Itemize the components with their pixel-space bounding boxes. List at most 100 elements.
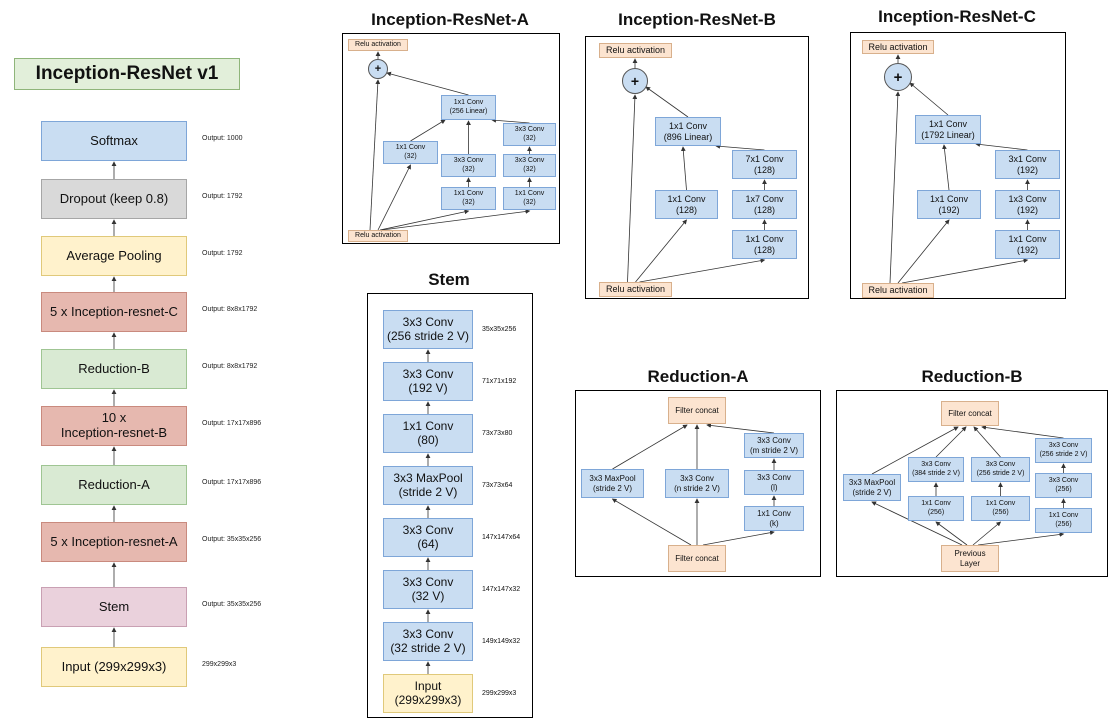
stem-size-7: 299x299x3 bbox=[482, 690, 517, 697]
inc-a-conv-b1: 1x1 Conv (32) bbox=[383, 141, 438, 164]
connector-line bbox=[935, 426, 967, 458]
inc-c-relu-top: Relu activation bbox=[862, 40, 934, 54]
inc-b-conv-b2c: 1x1 Conv (128) bbox=[732, 230, 797, 259]
red-a-conv-k: 1x1 Conv (k) bbox=[744, 506, 804, 531]
inc-b-conv-b1: 1x1 Conv (128) bbox=[655, 190, 718, 219]
red-b-conv-256s-b: 3x3 Conv (256 stride 2 V) bbox=[1035, 438, 1092, 463]
connector-line bbox=[909, 82, 949, 116]
inc-b-relu-bottom: Relu activation bbox=[599, 282, 672, 297]
stem-size-4: 147x147x64 bbox=[482, 534, 521, 541]
red-b-maxpool: 3x3 MaxPool (stride 2 V) bbox=[843, 474, 901, 501]
red-b-conv-256-b: 1x1 Conv (256) bbox=[971, 496, 1030, 521]
overview-block-0: Softmax bbox=[41, 121, 187, 161]
inc-c-conv-b2c: 1x1 Conv (192) bbox=[995, 230, 1060, 259]
connector-line bbox=[369, 79, 381, 231]
connector-line bbox=[491, 117, 530, 124]
connector-line bbox=[901, 258, 1029, 284]
overview-output-7: Output: 35x35x256 bbox=[202, 536, 262, 543]
inc-b-relu-top: Relu activation bbox=[599, 43, 672, 58]
inc-a-title: Inception-ResNet-A bbox=[371, 10, 529, 29]
inc-a-conv-b3c: 1x1 Conv (32) bbox=[503, 187, 556, 210]
red-a-maxpool: 3x3 MaxPool (stride 2 V) bbox=[581, 469, 644, 498]
stem-layer-6: 3x3 Conv (32 stride 2 V) bbox=[383, 622, 473, 661]
stem-layer-7: Input (299x299x3) bbox=[383, 674, 473, 713]
red-b-conv-256-d: 1x1 Conv (256) bbox=[1035, 508, 1092, 533]
connector-line bbox=[680, 146, 687, 191]
connector-line bbox=[981, 425, 1064, 439]
inc-c-conv-b2b: 1x3 Conv (192) bbox=[995, 190, 1060, 219]
inc-b-title: Inception-ResNet-B bbox=[618, 10, 776, 29]
connector-line bbox=[871, 501, 963, 546]
overview-block-9: Input (299x299x3) bbox=[41, 647, 187, 687]
overview-output-6: Output: 17x17x896 bbox=[202, 479, 262, 486]
connector-line bbox=[381, 209, 531, 231]
connector-line bbox=[611, 498, 692, 546]
connector-line bbox=[386, 71, 469, 96]
red-b-conv-384: 3x3 Conv (384 stride 2 V) bbox=[908, 457, 964, 482]
inc-a-plus: + bbox=[368, 59, 388, 79]
connector-line bbox=[935, 521, 968, 546]
stem-size-0: 35x35x256 bbox=[482, 326, 517, 333]
stem-size-1: 71x71x192 bbox=[482, 378, 517, 385]
connector-line bbox=[871, 426, 959, 475]
overview-output-1: Output: 1792 bbox=[202, 193, 243, 200]
connector-line bbox=[942, 144, 950, 191]
stem-layer-0: 3x3 Conv (256 stride 2 V) bbox=[383, 310, 473, 349]
inc-a-conv-b2b: 1x1 Conv (32) bbox=[441, 187, 496, 210]
red-b-concat-top: Filter concat bbox=[941, 401, 999, 426]
connector-line bbox=[639, 258, 766, 283]
connector-line bbox=[702, 530, 775, 546]
stem-layer-1: 3x3 Conv (192 V) bbox=[383, 362, 473, 401]
stem-size-6: 149x149x32 bbox=[482, 638, 521, 645]
connector-line bbox=[897, 219, 950, 284]
inc-c-plus: + bbox=[884, 63, 912, 91]
stem-layer-2: 1x1 Conv (80) bbox=[383, 414, 473, 453]
connector-line bbox=[972, 521, 1002, 546]
connector-line bbox=[977, 532, 1065, 546]
connector-line bbox=[377, 164, 411, 231]
connector-line bbox=[635, 219, 688, 283]
red-b-prev: Previous Layer bbox=[941, 545, 999, 572]
stem-layer-4: 3x3 Conv (64) bbox=[383, 518, 473, 557]
overview-output-0: Output: 1000 bbox=[202, 135, 243, 142]
stem-layer-5: 3x3 Conv (32 V) bbox=[383, 570, 473, 609]
inc-b-conv-b2a: 7x1 Conv (128) bbox=[732, 150, 797, 179]
inc-c-relu-bottom: Relu activation bbox=[862, 283, 934, 298]
connector-line bbox=[645, 86, 689, 118]
overview-block-2: Average Pooling bbox=[41, 236, 187, 276]
connector-line bbox=[410, 119, 446, 142]
connector-line bbox=[975, 142, 1028, 151]
inc-a-relu-bottom: Relu activation bbox=[348, 230, 408, 242]
red-b-conv-256-c: 3x3 Conv (256) bbox=[1035, 473, 1092, 498]
inc-b-conv-b2b: 1x7 Conv (128) bbox=[732, 190, 797, 219]
inc-a-relu-top: Relu activation bbox=[348, 39, 408, 51]
inc-a-conv-b2a: 3x3 Conv (32) bbox=[441, 154, 496, 177]
overview-block-5: 10 x Inception-resnet-B bbox=[41, 406, 187, 446]
overview-block-7: 5 x Inception-resnet-A bbox=[41, 522, 187, 562]
overview-output-4: Output: 8x8x1792 bbox=[202, 363, 258, 370]
red-a-concat-bottom: Filter concat bbox=[668, 545, 726, 572]
stem-layer-3: 3x3 MaxPool (stride 2 V) bbox=[383, 466, 473, 505]
inc-c-conv-b2a: 3x1 Conv (192) bbox=[995, 150, 1060, 179]
inc-a-conv-b3b: 3x3 Conv (32) bbox=[503, 154, 556, 177]
stem-size-3: 73x73x64 bbox=[482, 482, 513, 489]
red-a-concat-top: Filter concat bbox=[668, 397, 726, 424]
overview-block-8: Stem bbox=[41, 587, 187, 627]
red-b-title: Reduction-B bbox=[921, 367, 1023, 386]
inc-c-title: Inception-ResNet-C bbox=[878, 7, 1036, 26]
overview-block-4: Reduction-B bbox=[41, 349, 187, 389]
overview-block-6: Reduction-A bbox=[41, 465, 187, 505]
stem-size-2: 73x73x80 bbox=[482, 430, 513, 437]
overview-output-5: Output: 17x17x896 bbox=[202, 420, 262, 427]
connector-line bbox=[715, 143, 765, 151]
connector-line bbox=[973, 426, 1001, 458]
inc-a-conv-linear: 1x1 Conv (256 Linear) bbox=[441, 95, 496, 120]
overview-output-3: Output: 8x8x1792 bbox=[202, 306, 258, 313]
red-a-title: Reduction-A bbox=[647, 367, 749, 386]
red-a-conv-l: 3x3 Conv (l) bbox=[744, 470, 804, 495]
inc-c-conv-linear: 1x1 Conv (1792 Linear) bbox=[915, 115, 981, 144]
connector-line bbox=[379, 209, 470, 231]
stem-title: Stem bbox=[428, 270, 470, 289]
inc-a-conv-b3a: 3x3 Conv (32) bbox=[503, 123, 556, 146]
connector-line bbox=[706, 423, 775, 434]
